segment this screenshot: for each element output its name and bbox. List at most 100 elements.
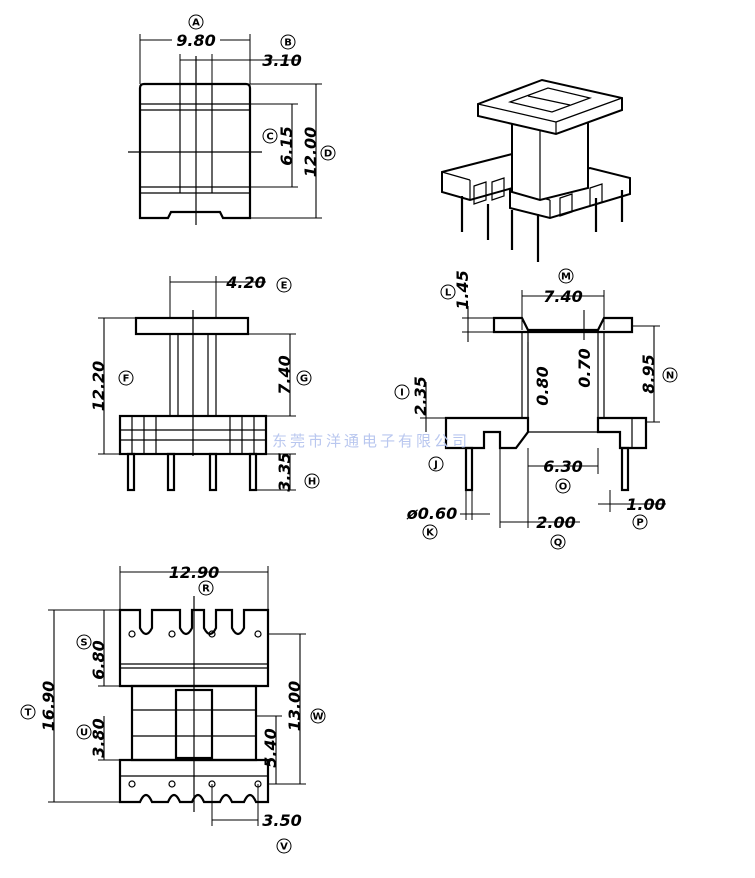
dim-i-label: I [394, 384, 410, 400]
svg-text:D: D [324, 149, 332, 160]
side-pin [464, 446, 474, 492]
svg-text:N: N [666, 371, 674, 382]
front-pin [166, 452, 176, 492]
iso-edge [441, 171, 471, 181]
svg-text:V: V [280, 842, 288, 853]
svg-text:J: J [433, 460, 438, 471]
svg-text:C: C [266, 132, 273, 143]
bottom-view [48, 566, 306, 826]
dim-f-label: F [118, 370, 134, 386]
dim-k-value: ø0.60 [406, 504, 457, 523]
dim-b-value: 3.10 [262, 51, 301, 70]
iso-slot [491, 177, 505, 201]
dim-s-label: S [76, 634, 92, 650]
svg-text:S: S [80, 638, 87, 649]
side-base-right [596, 416, 648, 450]
dim-k-label: K [422, 524, 438, 540]
dim-v-value: 3.50 [262, 811, 301, 830]
dim-p-value: 1.00 [626, 495, 665, 514]
dim-o-label: O [555, 478, 571, 494]
dim-h-label: H [304, 473, 320, 489]
front-pin [208, 452, 218, 492]
dim-e-value: 4.20 [225, 273, 265, 292]
iso-edge [477, 103, 557, 123]
dim-w-value: 13.00 [285, 681, 304, 732]
svg-text:T: T [25, 708, 32, 719]
dim-b-label: B [280, 34, 296, 50]
dim-q-value: 2.00 [536, 513, 575, 532]
svg-text:L: L [445, 288, 452, 299]
dim-u-label: U [76, 724, 92, 740]
svg-text:Q: Q [554, 538, 563, 549]
svg-text:A: A [192, 18, 200, 29]
svg-text:M: M [561, 272, 571, 283]
dim-r-value: 12.90 [169, 563, 220, 582]
dim-080-value: 0.80 [533, 366, 552, 405]
dim-n-label: N [662, 367, 678, 383]
svg-text:G: G [300, 374, 308, 385]
svg-text:F: F [123, 374, 130, 385]
pin-hole [168, 630, 176, 638]
dim-540-value: 5.40 [261, 728, 280, 767]
svg-text:W: W [312, 712, 323, 723]
svg-text:U: U [80, 728, 88, 739]
front-top-flange [134, 316, 250, 336]
dim-g-value: 7.40 [275, 355, 294, 394]
pin-hole [128, 780, 136, 788]
dim-t-value: 16.90 [39, 681, 58, 732]
dim-g-label: G [296, 370, 312, 386]
top-view-outline [138, 82, 252, 220]
iso-edge [527, 95, 571, 106]
dim-n-value: 8.95 [639, 354, 658, 393]
dim-m-label: M [558, 268, 574, 284]
svg-text:O: O [559, 482, 568, 493]
side-view [420, 290, 666, 528]
front-view [98, 276, 296, 492]
dim-c-value: 6.15 [277, 126, 296, 165]
bottom-bottom-flange [118, 758, 270, 804]
front-base [118, 414, 268, 456]
side-pin [620, 446, 630, 492]
pin-hole [208, 630, 216, 638]
svg-text:R: R [202, 584, 210, 595]
dim-l-label: L [440, 284, 456, 300]
dim-070-value: 0.70 [575, 348, 594, 387]
dim-r-label: R [198, 580, 214, 596]
svg-text:H: H [308, 477, 316, 488]
front-pin [248, 452, 258, 492]
dim-f-value: 12.20 [89, 361, 108, 412]
pin-hole [168, 780, 176, 788]
dim-d-value: 12.00 [301, 127, 320, 178]
dim-d-label: D [320, 145, 336, 161]
dim-m-value: 7.40 [543, 287, 582, 306]
dim-a-value: 9.80 [176, 31, 215, 50]
dim-u-value: 3.80 [89, 718, 108, 757]
iso-top-flange [477, 78, 623, 136]
top-view [128, 34, 322, 225]
side-top-flange [492, 316, 634, 334]
dim-p-label: P [632, 514, 648, 530]
svg-text:I: I [400, 388, 404, 399]
dim-s-value: 6.80 [89, 640, 108, 679]
dim-o-value: 6.30 [543, 457, 582, 476]
dim-j-label: J [428, 456, 444, 472]
dim-q-label: Q [550, 534, 566, 550]
dim-c-label: C [262, 128, 278, 144]
svg-text:E: E [281, 281, 288, 292]
iso-slot [589, 183, 603, 207]
iso-slot [473, 181, 487, 205]
iso-edge [555, 97, 623, 123]
dim-e-label: E [276, 277, 292, 293]
dim-t-label: T [20, 704, 36, 720]
company-watermark: 东莞市洋通电子有限公司 [272, 432, 470, 450]
dim-w-label: W [310, 708, 326, 724]
dim-a-label: A [188, 14, 204, 30]
svg-text:K: K [426, 528, 435, 539]
svg-text:B: B [284, 38, 292, 49]
dim-v-label: V [276, 838, 292, 854]
bottom-top-flange [118, 608, 270, 688]
dim-h-value: 3.35 [275, 452, 294, 491]
front-pin [126, 452, 136, 492]
dim-i-value: 2.35 [411, 376, 430, 415]
